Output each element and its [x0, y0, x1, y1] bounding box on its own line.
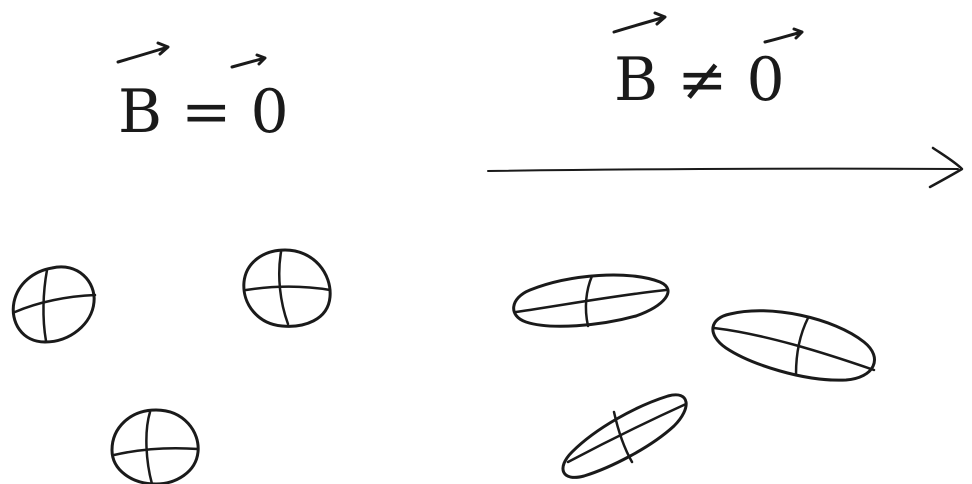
sphere-particle-1	[13, 267, 95, 342]
transition-arrow	[488, 148, 962, 187]
sphere-particle-3	[112, 410, 198, 484]
ellipsoid-particle-3	[563, 395, 686, 478]
sphere-particle-2	[244, 250, 330, 326]
right-condition-text: B ≠ 0	[614, 45, 785, 115]
left-condition-label: B = 0	[118, 43, 289, 147]
ellipsoid-particle-2	[713, 311, 875, 380]
right-condition-label: B ≠ 0	[614, 13, 802, 115]
left-condition-text: B = 0	[118, 77, 289, 147]
ellipsoid-particle-1	[514, 275, 668, 326]
